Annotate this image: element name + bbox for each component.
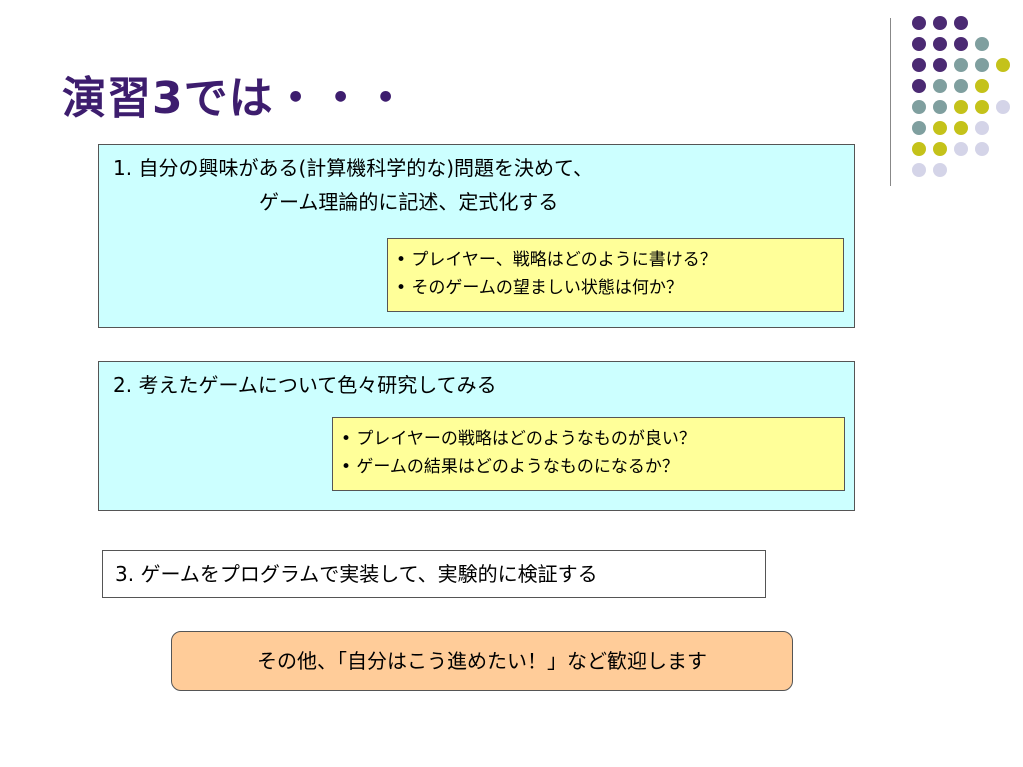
section-2-box: 2. 考えたゲームについて色々研究してみる • プレイヤーの戦略はどのようなもの… (98, 361, 855, 511)
decor-dot (912, 163, 926, 177)
decor-dot (975, 58, 989, 72)
decor-dot (954, 58, 968, 72)
decor-dot (954, 79, 968, 93)
decor-dot (954, 16, 968, 30)
decor-dot (933, 163, 947, 177)
decor-dot (954, 37, 968, 51)
decor-dot (975, 100, 989, 114)
decor-dot (954, 100, 968, 114)
section-3-box: 3. ゲームをプログラムで実装して、実験的に検証する (102, 550, 766, 598)
decor-dot (912, 79, 926, 93)
decor-dot (933, 142, 947, 156)
closing-note-text: その他、「自分はこう進めたい！」など歓迎します (257, 649, 707, 673)
list-item: • そのゲームの望ましい状態は何か？ (396, 278, 683, 298)
section-1-box: 1. 自分の興味がある(計算機科学的な)問題を決めて、 ゲーム理論的に記述、定式… (98, 144, 855, 328)
decor-dot (996, 100, 1010, 114)
closing-note: その他、「自分はこう進めたい！」など歓迎します (171, 631, 793, 691)
section-2-questions: • プレイヤーの戦略はどのようなものが良い？ • ゲームの結果はどのようなものに… (332, 417, 845, 491)
decor-dot (933, 79, 947, 93)
decor-dot (933, 121, 947, 135)
decor-dot (912, 37, 926, 51)
decor-dot (975, 37, 989, 51)
section-1-questions: • プレイヤー、戦略はどのように書ける？ • そのゲームの望ましい状態は何か？ (387, 238, 844, 312)
decor-dot (912, 58, 926, 72)
list-item: • プレイヤー、戦略はどのように書ける？ (396, 250, 717, 270)
list-item: • プレイヤーの戦略はどのようなものが良い？ (341, 429, 696, 449)
decor-dot (933, 58, 947, 72)
decor-divider (890, 18, 891, 186)
decor-dot (996, 58, 1010, 72)
decor-dot (933, 100, 947, 114)
section-1-heading: 1. 自分の興味がある(計算機科学的な)問題を決めて、 (113, 156, 594, 180)
decor-dot (912, 16, 926, 30)
section-3-heading: 3. ゲームをプログラムで実装して、実験的に検証する (115, 562, 598, 586)
section-2-heading: 2. 考えたゲームについて色々研究してみる (113, 373, 497, 397)
list-item: • ゲームの結果はどのようなものになるか？ (341, 457, 679, 477)
decor-dot (933, 37, 947, 51)
decor-dot (975, 142, 989, 156)
decor-dot (975, 121, 989, 135)
decor-dot (954, 121, 968, 135)
section-1-subheading: ゲーム理論的に記述、定式化する (259, 190, 559, 214)
decor-dot (912, 142, 926, 156)
decor-dot (933, 16, 947, 30)
decor-dot (975, 79, 989, 93)
decor-dot (912, 100, 926, 114)
decor-dot (912, 121, 926, 135)
slide-title: 演習3では・・・ (62, 73, 409, 124)
decor-dot (954, 142, 968, 156)
